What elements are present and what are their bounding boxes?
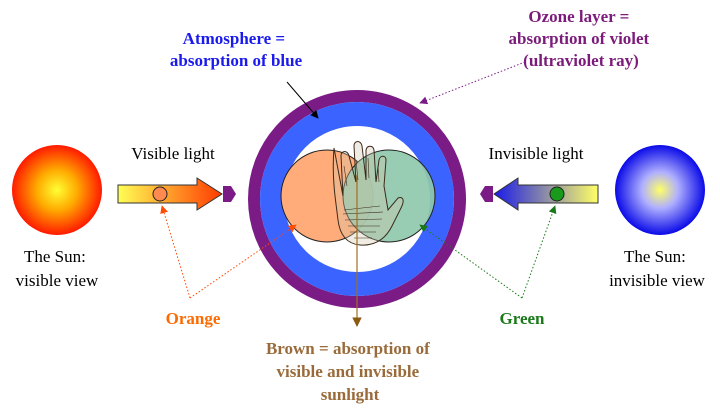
green-pointer-1 [521, 205, 557, 299]
sun-visible-label: The Sun: visible view [16, 247, 99, 290]
hand-icon [332, 141, 404, 246]
atmosphere-pointer [286, 81, 319, 119]
orange-point [152, 186, 168, 202]
sun-invisible-icon [615, 145, 705, 235]
invisible-light-arrow [480, 177, 599, 211]
sun-invisible-label: The Sun: invisible view [609, 247, 706, 290]
orange-label: Orange [166, 309, 221, 328]
orange-pointer-2 [189, 224, 297, 299]
green-point [549, 186, 565, 202]
sun-visible-icon [12, 145, 102, 235]
invisible-light-label: Invisible light [489, 144, 584, 163]
ozone-label: Ozone layer = absorption of violet (ultr… [509, 7, 654, 70]
atmosphere-label: Atmosphere = absorption of blue [170, 29, 303, 70]
orange-pointer-1 [160, 205, 191, 299]
brown-label: Brown = absorption of visible and invisi… [266, 339, 434, 404]
visible-light-label: Visible light [131, 144, 215, 163]
green-label: Green [499, 309, 545, 328]
ozone-pointer [419, 61, 526, 105]
visible-light-arrow [117, 177, 236, 211]
